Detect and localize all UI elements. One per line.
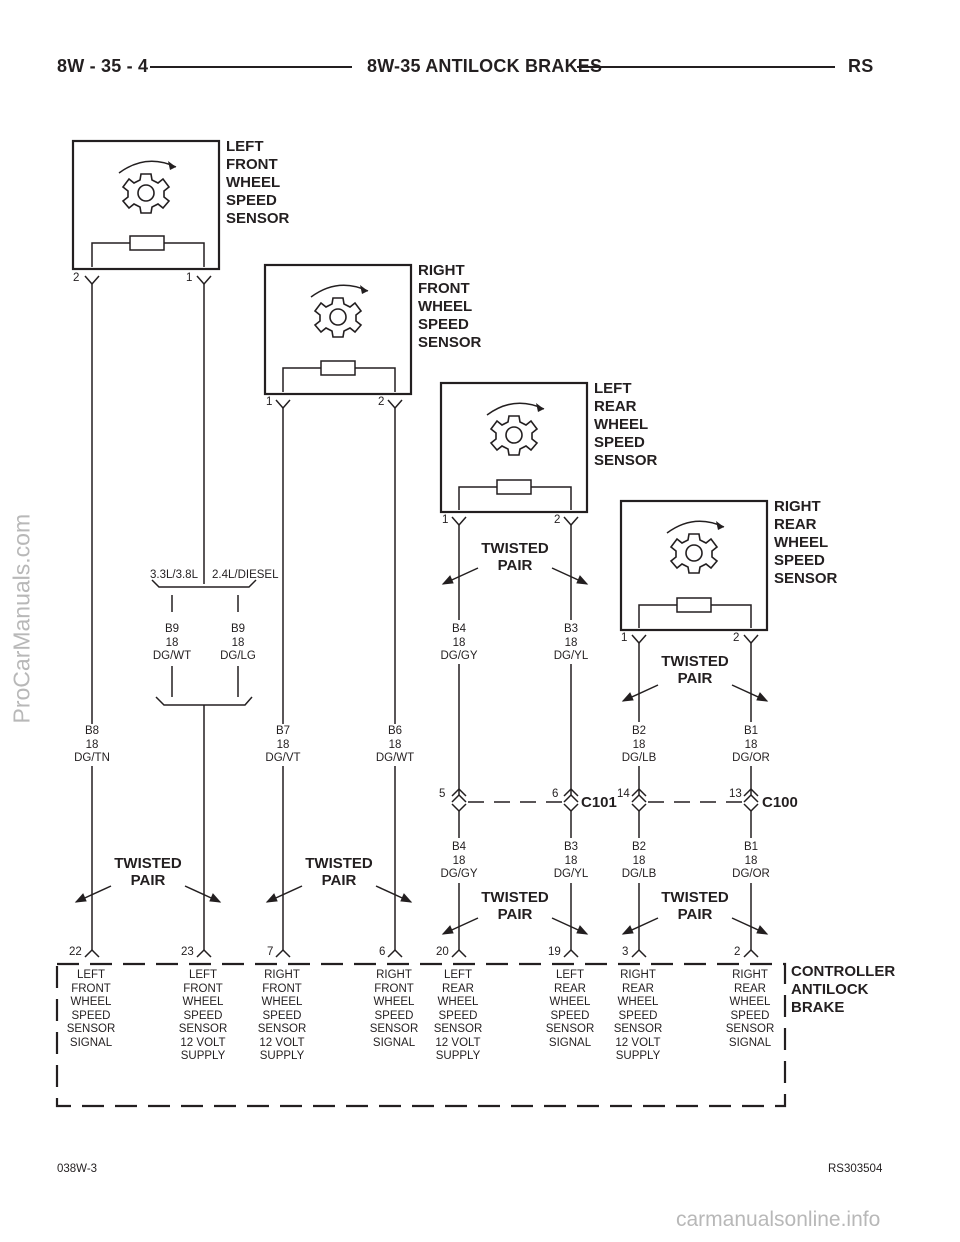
gear-icon [314,297,362,338]
controller-terminal-desc: LEFT FRONT WHEEL SPEED SENSOR SIGNAL [66,969,116,1049]
wire-label-b1-bottom: B1 18 DG/OR [732,841,770,880]
twisted-pair-label: TWISTED PAIR [661,889,729,923]
controller-pin: 3 [622,946,629,958]
controller-pin: 23 [181,946,194,958]
sensor-pin: 1 [266,396,273,408]
sensor-pin: 2 [733,632,740,644]
side-watermark: ProCarManuals.com [8,513,35,724]
controller-terminal-desc: RIGHT REAR WHEEL SPEED SENSOR 12 VOLT SU… [613,969,663,1062]
controller-pin: 19 [548,946,561,958]
twisted-pair-label: TWISTED PAIR [661,653,729,687]
header-rule-right [577,66,835,68]
page-number: 8W - 35 - 4 [57,56,149,76]
sensor-pin: 2 [378,396,385,408]
gear-icon [122,173,170,214]
c101-pin: 6 [552,788,559,800]
inline-connector-symbols [451,787,759,813]
wire-label-b9-dgwt: B9 18 DG/WT [152,623,192,662]
c100-pin: 14 [617,788,630,800]
wire-label-b4-bottom: B4 18 DG/GY [440,841,478,880]
controller-terminal-desc: RIGHT REAR WHEEL SPEED SENSOR SIGNAL [725,969,775,1049]
left-front-sensor-label: LEFT FRONT WHEEL SPEED SENSOR [226,138,290,227]
sensor-pin: 2 [73,272,80,284]
figure-code-right: RS303504 [828,1163,883,1175]
left-rear-sensor-symbol [439,381,589,514]
controller-terminal-desc: RIGHT FRONT WHEEL SPEED SENSOR SIGNAL [369,969,419,1049]
controller-pin: 22 [69,946,82,958]
c100-pin: 13 [729,788,742,800]
model-code: RS [848,56,874,76]
sensor-pin: 1 [442,514,449,526]
controller-pin: 2 [734,946,741,958]
figure-code-left: 038W-3 [57,1163,98,1175]
right-rear-sensor-label: RIGHT REAR WHEEL SPEED SENSOR [774,498,838,587]
engine-option-label: 3.3L/3.8L [150,569,198,581]
right-rear-sensor-symbol [619,499,769,632]
controller-terminal-desc: LEFT FRONT WHEEL SPEED SENSOR 12 VOLT SU… [178,969,228,1062]
controller-pin: 7 [267,946,274,958]
controller-label: CONTROLLER ANTILOCK BRAKE [791,963,896,1016]
wire-label-b2-bottom: B2 18 DG/LB [621,841,657,880]
c101-label: C101 [581,794,617,811]
controller-terminal-symbols [84,948,759,958]
wire-runs [91,284,752,950]
wire-label-b4-top: B4 18 DG/GY [440,623,478,662]
sensor-pin: 1 [186,272,193,284]
wire-label-b9-dglg: B9 18 DG/LG [220,623,256,662]
wire-label-b3-bottom: B3 18 DG/YL [553,841,589,880]
right-front-sensor-symbol [263,263,413,396]
controller-pin: 20 [436,946,449,958]
twisted-pair-label: TWISTED PAIR [481,540,549,574]
rotation-arrow-icon [486,402,545,416]
rotation-arrow-icon [310,284,369,298]
controller-outline [55,962,787,1108]
controller-pin: 6 [379,946,386,958]
sensor-pin: 1 [621,632,628,644]
twisted-pair-label: TWISTED PAIR [481,889,549,923]
gear-icon [670,533,718,574]
sensor-pin: 2 [554,514,561,526]
controller-terminal-desc: RIGHT FRONT WHEEL SPEED SENSOR 12 VOLT S… [257,969,307,1062]
controller-terminal-desc: LEFT REAR WHEEL SPEED SENSOR 12 VOLT SUP… [433,969,483,1062]
engine-option-label: 2.4L/DIESEL [212,569,279,581]
left-rear-sensor-label: LEFT REAR WHEEL SPEED SENSOR [594,380,658,469]
header-rule-left [150,66,352,68]
wire-label-b7: B7 18 DG/VT [265,725,301,764]
wire-label-b6: B6 18 DG/WT [375,725,415,764]
wire-label-b8: B8 18 DG/TN [74,725,110,764]
gear-icon [490,415,538,456]
bottom-watermark: carmanualsonline.info [676,1208,881,1231]
rotation-arrow-icon [666,520,725,534]
c100-label: C100 [762,794,798,811]
rotation-arrow-icon [118,160,177,174]
c101-pin: 5 [439,788,446,800]
left-front-sensor-symbol [71,139,221,271]
wire-label-b1-top: B1 18 DG/OR [732,725,770,764]
controller-terminal-desc: LEFT REAR WHEEL SPEED SENSOR SIGNAL [545,969,595,1049]
right-front-sensor-label: RIGHT FRONT WHEEL SPEED SENSOR [418,262,482,351]
wire-label-b2-top: B2 18 DG/LB [621,725,657,764]
page-title: 8W-35 ANTILOCK BRAKES [367,56,603,76]
twisted-pair-label: TWISTED PAIR [305,855,373,889]
wire-label-b3-top: B3 18 DG/YL [553,623,589,662]
twisted-pair-label: TWISTED PAIR [114,855,182,889]
